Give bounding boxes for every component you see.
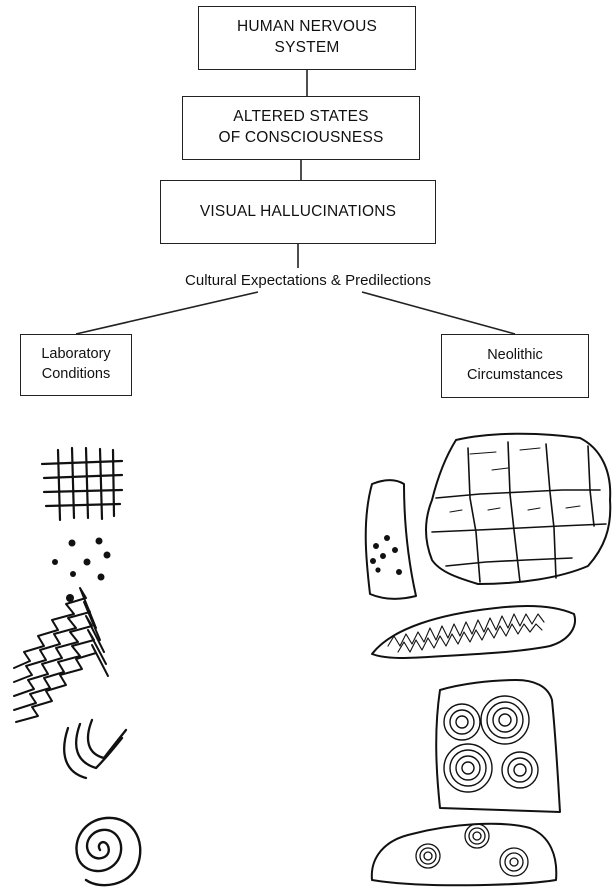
circles-boulder-icon	[370, 822, 558, 887]
connector-cultural-neolithic	[361, 291, 516, 335]
visual-hallucinations-label: VISUAL HALLUCINATIONS	[199, 202, 397, 220]
laboratory-conditions-box: Laboratory Conditions	[20, 334, 132, 396]
spiral-icon	[75, 816, 142, 887]
concentric-circles-stone-icon	[435, 679, 561, 813]
neolithic-circumstances-label: Neolithic Circumstances	[467, 347, 563, 383]
grid-carved-stone-icon	[425, 432, 612, 585]
neolithic-circumstances-box: Neolithic Circumstances	[441, 334, 589, 398]
altered-states-label: ALTERED STATES OF CONSCIOUSNESS	[218, 108, 384, 146]
connector-cultural-laboratory	[75, 291, 259, 335]
zigzag-carved-stone-icon	[371, 605, 576, 659]
zigzag-pattern-icon	[13, 587, 109, 723]
dotted-stone-icon	[364, 479, 417, 600]
dots-pattern-icon	[52, 537, 111, 602]
human-nervous-system-label: HUMAN NERVOUS SYSTEM	[236, 18, 378, 56]
human-nervous-system-box: HUMAN NERVOUS SYSTEM	[198, 6, 416, 70]
visual-hallucinations-box: VISUAL HALLUCINATIONS	[160, 180, 436, 244]
nested-curves-icon	[63, 718, 128, 780]
cultural-expectations-label: Cultural Expectations & Predilections	[185, 272, 431, 289]
laboratory-conditions-label: Laboratory Conditions	[41, 346, 111, 382]
grid-pattern-icon	[40, 446, 124, 522]
altered-states-box: ALTERED STATES OF CONSCIOUSNESS	[182, 96, 420, 160]
